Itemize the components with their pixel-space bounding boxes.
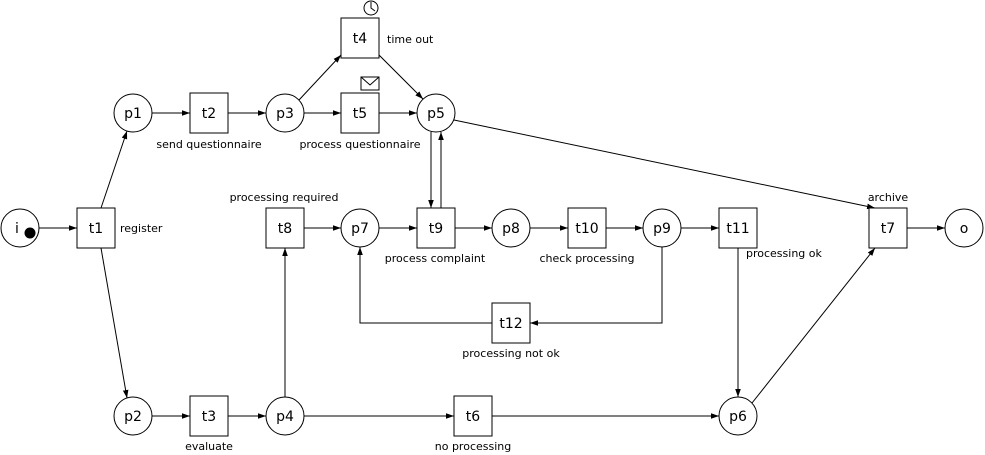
transition-t11[interactable]: t11 xyxy=(718,207,758,249)
arc-t1-to-p1 xyxy=(100,130,128,209)
transition-t11-caption: processing ok xyxy=(746,247,823,260)
transition-t3-caption: evaluate xyxy=(185,440,233,453)
transition-t10-caption: check processing xyxy=(540,252,635,265)
arc-t12-to-p7 xyxy=(357,247,492,324)
transition-t4[interactable]: t4 xyxy=(340,17,380,59)
transition-t5-caption: process questionnaire xyxy=(299,138,420,151)
transition-t8[interactable]: t8 xyxy=(265,207,305,249)
transition-t9-label: t9 xyxy=(429,221,443,237)
place-p2[interactable]: p2 xyxy=(113,396,153,436)
arc-p5-to-t7 xyxy=(453,119,876,210)
arc-t1-to-p2 xyxy=(100,247,129,399)
transition-t12-label: t12 xyxy=(499,316,522,332)
place-o-label: o xyxy=(960,221,969,237)
transition-t12[interactable]: t12 xyxy=(491,302,531,344)
place-p5[interactable]: p5 xyxy=(416,93,456,133)
place-p1-label: p1 xyxy=(124,106,142,122)
transition-t5[interactable]: t5 xyxy=(340,92,380,134)
place-p8-label: p8 xyxy=(502,221,520,237)
transition-t1-label: t1 xyxy=(89,221,103,237)
transition-t7-label: t7 xyxy=(881,221,895,237)
place-p4-label: p4 xyxy=(276,409,294,425)
transition-t7-caption: archive xyxy=(868,191,909,204)
transition-t7[interactable]: t7 xyxy=(868,207,908,249)
arc-p3-to-t4 xyxy=(298,54,342,101)
arcs xyxy=(39,54,945,419)
transition-t2-label: t2 xyxy=(202,106,216,122)
place-i[interactable]: i xyxy=(0,208,40,248)
place-i-label: i xyxy=(15,221,19,237)
transition-t6-caption: no processing xyxy=(435,440,511,453)
transition-t4-label: t4 xyxy=(353,31,367,47)
transition-t5-label: t5 xyxy=(353,106,367,122)
transition-t9-caption: process complaint xyxy=(385,252,486,265)
transition-t6[interactable]: t6 xyxy=(453,395,493,437)
token xyxy=(24,227,36,239)
transition-t4-caption: time out xyxy=(387,33,434,46)
place-p3-label: p3 xyxy=(276,106,294,122)
place-p8[interactable]: p8 xyxy=(491,208,531,248)
arc-p9-to-t12 xyxy=(530,247,663,326)
transition-t12-caption: processing not ok xyxy=(462,347,560,360)
transition-t10[interactable]: t10 xyxy=(567,207,607,249)
place-p7[interactable]: p7 xyxy=(340,208,380,248)
place-p5-label: p5 xyxy=(427,106,445,122)
place-p7-label: p7 xyxy=(351,221,369,237)
place-p6-label: p6 xyxy=(729,409,747,425)
transition-t8-caption: processing required xyxy=(230,191,339,204)
transition-t8-label: t8 xyxy=(278,221,292,237)
arc-p6-to-t7 xyxy=(751,247,876,404)
place-p3[interactable]: p3 xyxy=(265,93,305,133)
transition-t1[interactable]: t1 xyxy=(76,207,116,249)
arc-t4-to-p5 xyxy=(378,54,424,100)
place-p2-label: p2 xyxy=(124,409,142,425)
transition-t2[interactable]: t2 xyxy=(189,92,229,134)
transition-t6-label: t6 xyxy=(466,409,480,425)
transition-t3[interactable]: t3 xyxy=(189,395,229,437)
clock-icon xyxy=(363,0,379,16)
transition-t1-caption: register xyxy=(120,222,163,235)
place-p9[interactable]: p9 xyxy=(642,208,682,248)
transition-t10-label: t10 xyxy=(575,221,598,237)
place-p6[interactable]: p6 xyxy=(718,396,758,436)
envelope-icon xyxy=(360,76,380,91)
transition-t9[interactable]: t9 xyxy=(416,207,456,249)
place-o[interactable]: o xyxy=(944,208,984,248)
place-p1[interactable]: p1 xyxy=(113,93,153,133)
place-p4[interactable]: p4 xyxy=(265,396,305,436)
transition-t3-label: t3 xyxy=(202,409,216,425)
transition-t2-caption: send questionnaire xyxy=(156,138,262,151)
place-p9-label: p9 xyxy=(653,221,671,237)
transition-t11-label: t11 xyxy=(726,221,749,237)
